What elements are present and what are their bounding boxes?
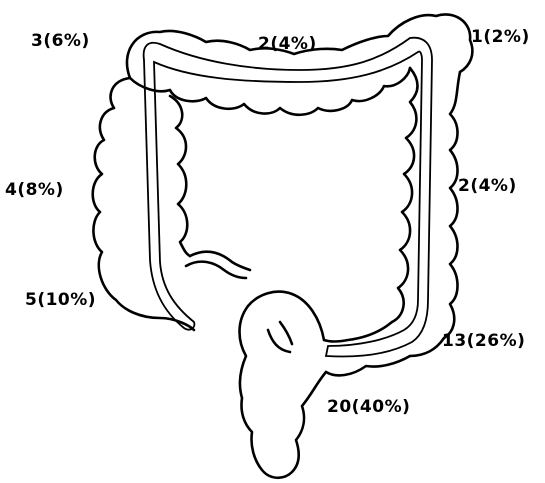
ascending-colon-inner (170, 96, 190, 256)
sigmoid-colon-bottom (326, 356, 410, 375)
transverse-colon-label: 2(4%) (258, 36, 317, 53)
cecum-label: 5(10%) (25, 292, 96, 309)
sigmoid-colon-label: 13(26%) (442, 333, 525, 350)
splenic-flexure-label: 1(2%) (471, 29, 530, 46)
rectum-outer (240, 292, 327, 478)
ascending-colon-label: 4(8%) (5, 182, 64, 199)
descending-colon-outer (410, 72, 460, 356)
descending-colon-inner (392, 68, 418, 322)
descending-colon-label: 2(4%) (458, 178, 517, 195)
hepatic-flexure-label: 3(6%) (31, 33, 90, 50)
rectum-label: 20(40%) (327, 399, 410, 416)
